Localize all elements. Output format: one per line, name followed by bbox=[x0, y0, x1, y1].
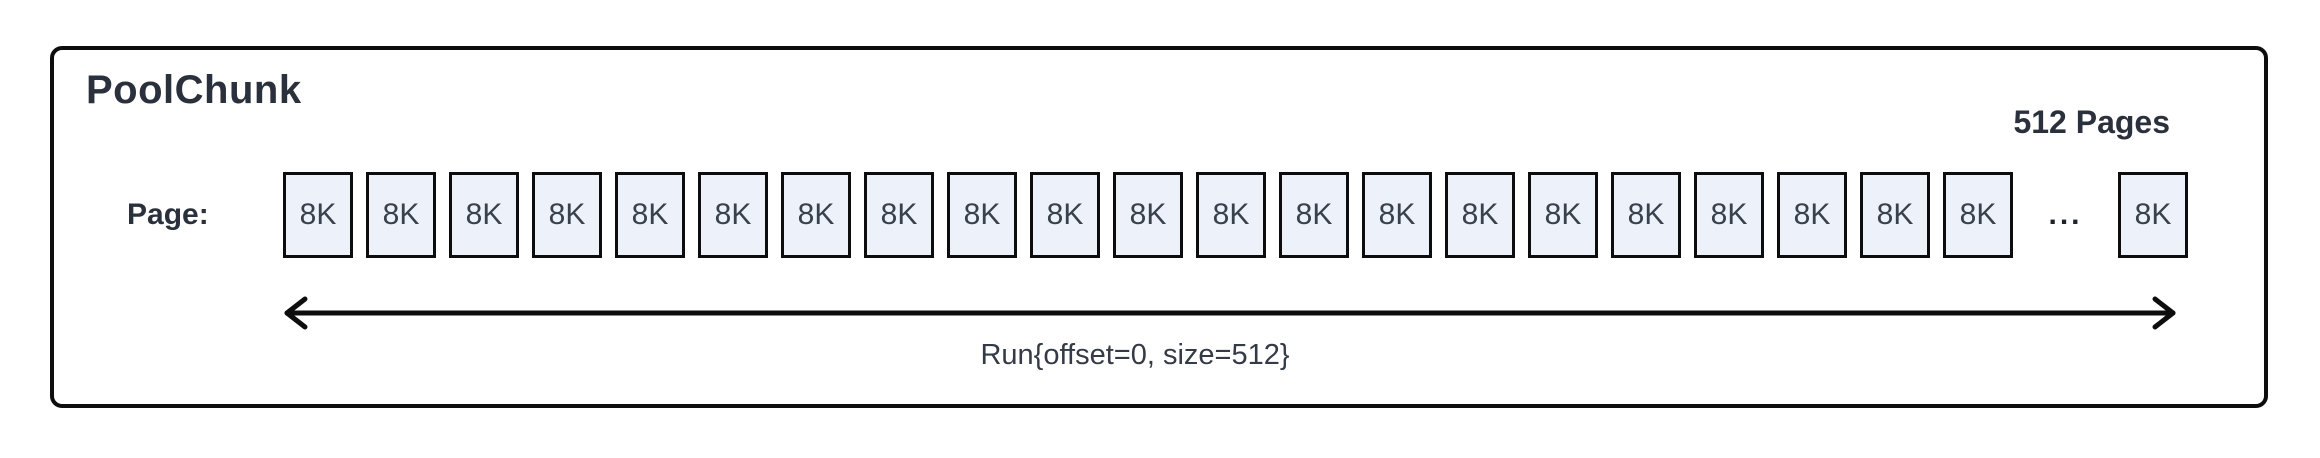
page-row-ellipsis: ... bbox=[2048, 198, 2083, 231]
page-box: 8K bbox=[615, 172, 685, 258]
page-box: 8K bbox=[366, 172, 436, 258]
page-box: 8K bbox=[2118, 172, 2188, 258]
page-box: 8K bbox=[532, 172, 602, 258]
page-box: 8K bbox=[1445, 172, 1515, 258]
page-box: 8K bbox=[1860, 172, 1930, 258]
page-box: 8K bbox=[1528, 172, 1598, 258]
page-box: 8K bbox=[1113, 172, 1183, 258]
page-box: 8K bbox=[1196, 172, 1266, 258]
page-box: 8K bbox=[283, 172, 353, 258]
pages-count-label: 512 Pages bbox=[2013, 104, 2170, 140]
poolchunk-title: PoolChunk bbox=[86, 68, 302, 112]
page-box: 8K bbox=[1777, 172, 1847, 258]
page-box: 8K bbox=[1611, 172, 1681, 258]
page-box: 8K bbox=[1030, 172, 1100, 258]
page-box: 8K bbox=[1694, 172, 1764, 258]
page-box: 8K bbox=[864, 172, 934, 258]
page-box: 8K bbox=[781, 172, 851, 258]
run-extent-arrow bbox=[284, 296, 2176, 330]
page-box: 8K bbox=[698, 172, 768, 258]
page-row-label: Page: bbox=[127, 198, 209, 231]
run-annotation: Run{offset=0, size=512} bbox=[980, 339, 1290, 371]
page-box: 8K bbox=[1362, 172, 1432, 258]
page-box: 8K bbox=[1943, 172, 2013, 258]
page-box: 8K bbox=[449, 172, 519, 258]
page-box: 8K bbox=[947, 172, 1017, 258]
page-box: 8K bbox=[1279, 172, 1349, 258]
